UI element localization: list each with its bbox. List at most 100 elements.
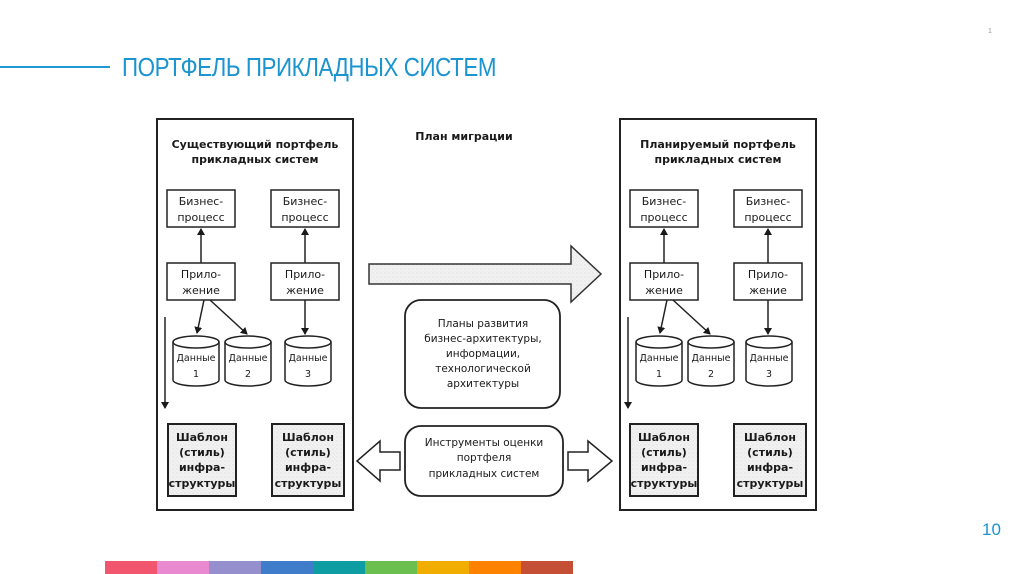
infrastructure-template-box: Шаблон (стиль) инфра- структуры xyxy=(271,423,345,497)
svg-text:жение: жение xyxy=(645,284,683,297)
corner-number: 1 xyxy=(988,28,992,35)
infrastructure-template-box: Шаблон (стиль) инфра- структуры xyxy=(629,423,699,497)
arrow-right-icon xyxy=(567,439,614,483)
planned-portfolio-panel: Планируемый портфель прикладных систем Б… xyxy=(619,118,817,511)
svg-text:3: 3 xyxy=(305,369,311,380)
svg-text:1: 1 xyxy=(193,369,199,380)
svg-text:бизнес-архитектуры,: бизнес-архитектуры, xyxy=(424,333,541,345)
svg-text:Планы развития: Планы развития xyxy=(438,318,529,330)
svg-text:Шаблон: Шаблон xyxy=(282,431,334,444)
panel-title-line2: прикладных систем xyxy=(654,153,781,166)
svg-text:Данные: Данные xyxy=(228,353,267,364)
svg-text:Прило-: Прило- xyxy=(181,268,221,281)
svg-text:портфеля: портфеля xyxy=(457,452,512,464)
svg-text:инфра-: инфра- xyxy=(179,461,225,474)
existing-portfolio-panel: Существующий портфель прикладных систем … xyxy=(156,118,354,511)
svg-text:жение: жение xyxy=(182,284,220,297)
data-store: Данные 3 xyxy=(284,335,332,387)
svg-text:(стиль): (стиль) xyxy=(747,446,793,459)
svg-text:2: 2 xyxy=(708,369,714,380)
title-accent-line xyxy=(0,66,110,68)
svg-text:структуры: структуры xyxy=(169,477,236,490)
data-store: Данные 1 xyxy=(635,335,683,387)
svg-text:процесс: процесс xyxy=(640,211,687,224)
migration-plan-label: План миграции xyxy=(415,130,512,143)
svg-text:Прило-: Прило- xyxy=(748,268,788,281)
color-bar-segment xyxy=(209,561,261,574)
svg-text:инфра-: инфра- xyxy=(747,461,793,474)
color-bar-segment xyxy=(365,561,417,574)
arrow-down xyxy=(672,299,711,335)
assessment-tools-box: Инструменты оценки портфеля прикладных с… xyxy=(404,425,564,497)
svg-text:Данные: Данные xyxy=(176,353,215,364)
infrastructure-template-box: Шаблон (стиль) инфра- структуры xyxy=(167,423,237,497)
migration-arrow-icon xyxy=(368,244,603,304)
svg-text:Бизнес-: Бизнес- xyxy=(179,195,224,208)
svg-text:Прило-: Прило- xyxy=(644,268,684,281)
decorative-color-bar xyxy=(105,561,573,574)
data-store: Данные 3 xyxy=(745,335,793,387)
svg-text:(стиль): (стиль) xyxy=(641,446,687,459)
svg-text:1: 1 xyxy=(656,369,662,380)
application-box: Прило- жение xyxy=(629,262,699,301)
color-bar-segment xyxy=(313,561,365,574)
svg-text:структуры: структуры xyxy=(631,477,698,490)
migration-center: План миграции Планы развития бизнес-архи… xyxy=(355,130,614,497)
svg-text:структуры: структуры xyxy=(737,477,804,490)
svg-text:жение: жение xyxy=(286,284,324,297)
svg-text:архитектуры: архитектуры xyxy=(447,378,519,390)
svg-text:технологической: технологической xyxy=(435,363,531,375)
color-bar-segment xyxy=(105,561,157,574)
svg-text:Шаблон: Шаблон xyxy=(638,431,690,444)
business-process-box: Бизнес- процесс xyxy=(166,189,236,228)
data-store: Данные 2 xyxy=(687,335,735,387)
data-store: Данные 1 xyxy=(172,335,220,387)
svg-text:прикладных систем: прикладных систем xyxy=(429,468,540,480)
color-bar-segment xyxy=(261,561,313,574)
svg-text:(стиль): (стиль) xyxy=(285,446,331,459)
business-process-box: Бизнес- процесс xyxy=(629,189,699,228)
infrastructure-template-box: Шаблон (стиль) инфра- структуры xyxy=(733,423,807,497)
slide-title: ПОРТФЕЛЬ ПРИКЛАДНЫХ СИСТЕМ xyxy=(122,52,497,82)
svg-text:процесс: процесс xyxy=(281,211,328,224)
arrow-down xyxy=(209,299,248,335)
application-box: Прило- жение xyxy=(166,262,236,301)
svg-text:3: 3 xyxy=(766,369,772,380)
svg-text:инфра-: инфра- xyxy=(285,461,331,474)
svg-text:жение: жение xyxy=(749,284,787,297)
panel-title-line1: Существующий портфель xyxy=(172,138,339,151)
svg-text:Шаблон: Шаблон xyxy=(176,431,228,444)
svg-text:(стиль): (стиль) xyxy=(179,446,225,459)
application-box: Прило- жение xyxy=(270,262,340,301)
svg-text:Бизнес-: Бизнес- xyxy=(283,195,328,208)
color-bar-segment xyxy=(157,561,209,574)
color-bar-segment xyxy=(417,561,469,574)
svg-text:процесс: процесс xyxy=(744,211,791,224)
panel-title-line2: прикладных систем xyxy=(191,153,318,166)
svg-text:Бизнес-: Бизнес- xyxy=(642,195,687,208)
arrow-left-icon xyxy=(355,439,401,483)
svg-text:Данные: Данные xyxy=(691,353,730,364)
color-bar-segment xyxy=(521,561,573,574)
svg-text:процесс: процесс xyxy=(177,211,224,224)
arrow-down xyxy=(194,299,205,334)
business-process-box: Бизнес- процесс xyxy=(733,189,803,228)
business-process-box: Бизнес- процесс xyxy=(270,189,340,228)
svg-text:информации,: информации, xyxy=(446,348,520,360)
panel-title-line1: Планируемый портфель xyxy=(640,138,796,151)
svg-text:Данные: Данные xyxy=(288,353,327,364)
svg-text:структуры: структуры xyxy=(275,477,342,490)
page-number: 10 xyxy=(982,520,1001,539)
svg-text:Прило-: Прило- xyxy=(285,268,325,281)
svg-text:Инструменты оценки: Инструменты оценки xyxy=(425,437,544,449)
svg-text:Шаблон: Шаблон xyxy=(744,431,796,444)
color-bar-segment xyxy=(469,561,521,574)
arrow-down xyxy=(657,299,668,334)
development-plans-box: Планы развития бизнес-архитектуры, инфор… xyxy=(404,299,561,409)
svg-text:2: 2 xyxy=(245,369,251,380)
svg-text:Данные: Данные xyxy=(749,353,788,364)
svg-text:Данные: Данные xyxy=(639,353,678,364)
svg-text:инфра-: инфра- xyxy=(641,461,687,474)
application-box: Прило- жение xyxy=(733,262,803,301)
